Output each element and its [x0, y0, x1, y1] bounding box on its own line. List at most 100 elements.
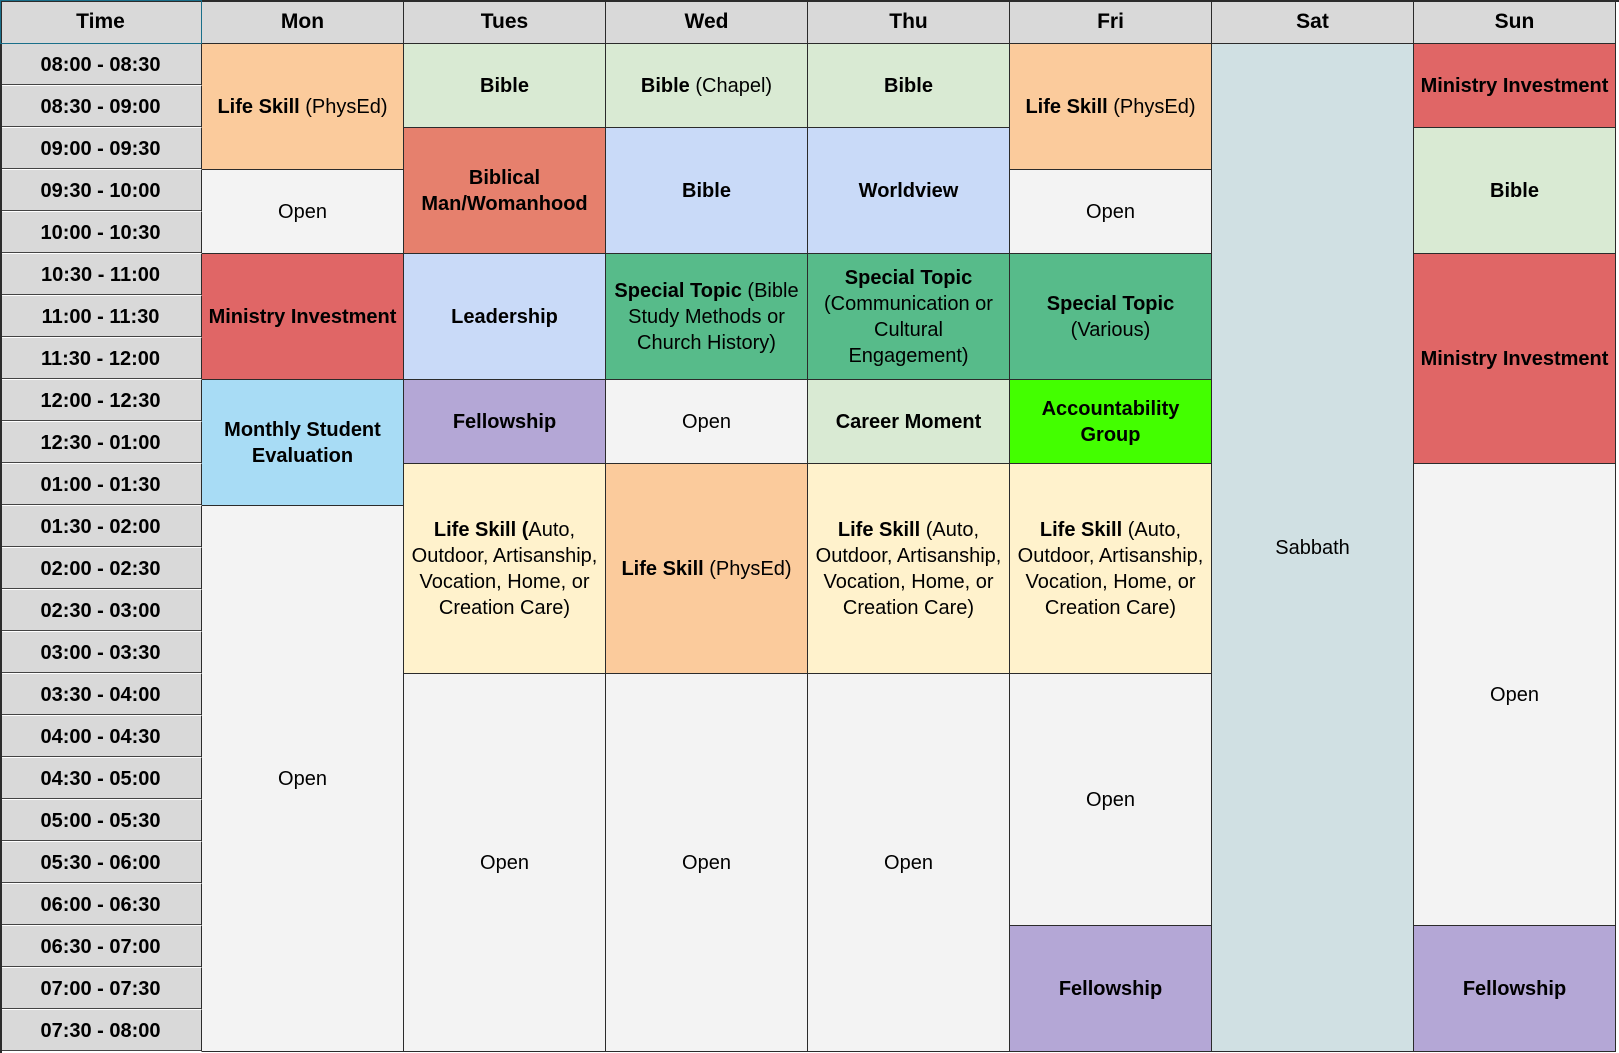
time-slot-label[interactable]: 11:30 - 12:00: [0, 338, 202, 380]
event-cell[interactable]: Open: [404, 674, 606, 1052]
event-cell[interactable]: Special Topic (Communication or Cultural…: [808, 254, 1010, 380]
event-detail: Open: [682, 851, 731, 874]
header-day-wed[interactable]: Wed: [606, 0, 808, 44]
event-title: Special Topic: [844, 266, 973, 289]
time-slot-label[interactable]: 01:00 - 01:30: [0, 464, 202, 506]
time-slot-label[interactable]: 09:30 - 10:00: [0, 170, 202, 212]
time-slot-label[interactable]: 04:30 - 05:00: [0, 758, 202, 800]
event-cell[interactable]: Open: [606, 380, 808, 464]
event-label: Ministry Investment: [1421, 73, 1609, 99]
event-cell[interactable]: Fellowship: [1414, 926, 1616, 1052]
event-label: Open: [278, 199, 327, 225]
event-detail: (Chapel): [689, 74, 773, 97]
event-cell[interactable]: Life Skill (PhysEd): [606, 464, 808, 674]
event-cell[interactable]: Life Skill (Auto, Outdoor, Artisanship, …: [404, 464, 606, 674]
event-label: Fellowship: [453, 409, 556, 435]
grid-top-border: [0, 0, 1619, 2]
time-slot-label[interactable]: 08:30 - 09:00: [0, 86, 202, 128]
time-slot-label[interactable]: 07:00 - 07:30: [0, 968, 202, 1010]
time-slot-label[interactable]: 12:00 - 12:30: [0, 380, 202, 422]
event-cell[interactable]: Worldview: [808, 128, 1010, 254]
event-title: Bible: [884, 74, 933, 97]
event-detail: (Auto, Outdoor, Artisanship, Vocation, H…: [815, 518, 1002, 619]
header-day-thu[interactable]: Thu: [808, 0, 1010, 44]
event-cell[interactable]: Bible: [808, 44, 1010, 128]
event-cell[interactable]: Ministry Investment: [202, 254, 404, 380]
time-slot-label[interactable]: 02:30 - 03:00: [0, 590, 202, 632]
time-slot-label[interactable]: 12:30 - 01:00: [0, 422, 202, 464]
time-slot-label[interactable]: 09:00 - 09:30: [0, 128, 202, 170]
event-label: Life Skill (PhysEd): [621, 556, 791, 582]
time-slot-label[interactable]: 08:00 - 08:30: [0, 44, 202, 86]
event-cell[interactable]: Special Topic (Bible Study Methods or Ch…: [606, 254, 808, 380]
event-cell[interactable]: Open: [202, 170, 404, 254]
event-title: Ministry Investment: [1420, 74, 1609, 97]
time-slot-label[interactable]: 06:00 - 06:30: [0, 884, 202, 926]
time-slot-label[interactable]: 03:00 - 03:30: [0, 632, 202, 674]
event-title: Life Skill (: [433, 518, 529, 541]
header-time[interactable]: Time: [0, 0, 202, 44]
event-cell[interactable]: Accountability Group: [1010, 380, 1212, 464]
event-detail: Open: [278, 200, 327, 223]
event-cell[interactable]: Open: [606, 674, 808, 1052]
event-cell[interactable]: Open: [808, 674, 1010, 1052]
event-cell[interactable]: Biblical Man/Womanhood: [404, 128, 606, 254]
event-cell[interactable]: Special Topic (Various): [1010, 254, 1212, 380]
event-label: Leadership: [451, 304, 558, 330]
event-title: Bible: [1490, 179, 1539, 202]
time-slot-label[interactable]: 10:00 - 10:30: [0, 212, 202, 254]
event-cell[interactable]: Sabbath: [1212, 44, 1414, 1052]
header-day-tues[interactable]: Tues: [404, 0, 606, 44]
event-detail: (PhysEd): [1107, 95, 1196, 118]
time-slot-label[interactable]: 03:30 - 04:00: [0, 674, 202, 716]
event-cell[interactable]: Bible: [1414, 128, 1616, 254]
event-cell[interactable]: Ministry Investment: [1414, 254, 1616, 464]
event-cell[interactable]: Open: [202, 506, 404, 1052]
event-cell[interactable]: Leadership: [404, 254, 606, 380]
event-cell[interactable]: Career Moment: [808, 380, 1010, 464]
event-label: Open: [682, 850, 731, 876]
event-detail: Auto, Outdoor, Artisanship, Vocation, Ho…: [411, 518, 598, 619]
event-cell[interactable]: Bible: [606, 128, 808, 254]
time-slot-label[interactable]: 06:30 - 07:00: [0, 926, 202, 968]
event-detail: Open: [278, 767, 327, 790]
event-cell[interactable]: Fellowship: [404, 380, 606, 464]
time-slot-label[interactable]: 07:30 - 08:00: [0, 1010, 202, 1052]
event-cell[interactable]: Life Skill (Auto, Outdoor, Artisanship, …: [1010, 464, 1212, 674]
header-day-mon[interactable]: Mon: [202, 0, 404, 44]
event-cell[interactable]: Open: [1010, 674, 1212, 926]
event-title: Fellowship: [1462, 977, 1567, 1000]
event-cell[interactable]: Ministry Investment: [1414, 44, 1616, 128]
event-detail: Open: [1086, 200, 1135, 223]
time-slot-label[interactable]: 01:30 - 02:00: [0, 506, 202, 548]
event-cell[interactable]: Life Skill (PhysEd): [202, 44, 404, 170]
event-cell[interactable]: Life Skill (PhysEd): [1010, 44, 1212, 170]
event-cell[interactable]: Bible (Chapel): [606, 44, 808, 128]
event-cell[interactable]: Bible: [404, 44, 606, 128]
event-cell[interactable]: Fellowship: [1010, 926, 1212, 1052]
event-label: Life Skill (PhysEd): [217, 94, 387, 120]
event-label: Life Skill (PhysEd): [1025, 94, 1195, 120]
event-title: Bible: [682, 179, 731, 202]
header-day-sat[interactable]: Sat: [1212, 0, 1414, 44]
header-day-sun[interactable]: Sun: [1414, 0, 1616, 44]
event-label: Ministry Investment: [209, 304, 397, 330]
time-slot-label[interactable]: 11:00 - 11:30: [0, 296, 202, 338]
event-cell[interactable]: Open: [1010, 170, 1212, 254]
event-label: Open: [1490, 682, 1539, 708]
event-cell[interactable]: Life Skill (Auto, Outdoor, Artisanship, …: [808, 464, 1010, 674]
time-slot-label[interactable]: 05:00 - 05:30: [0, 800, 202, 842]
event-cell[interactable]: Open: [1414, 464, 1616, 926]
time-slot-label[interactable]: 04:00 - 04:30: [0, 716, 202, 758]
event-title: Ministry Investment: [1420, 347, 1609, 370]
time-slot-label[interactable]: 10:30 - 11:00: [0, 254, 202, 296]
time-slot-label[interactable]: 05:30 - 06:00: [0, 842, 202, 884]
time-slot-label[interactable]: 02:00 - 02:30: [0, 548, 202, 590]
event-cell[interactable]: Monthly Student Evaluation: [202, 380, 404, 506]
event-label: Fellowship: [1463, 976, 1566, 1002]
header-day-fri[interactable]: Fri: [1010, 0, 1212, 44]
event-title: Ministry Investment: [208, 305, 397, 328]
event-detail: (Bible Study Methods or Church History): [628, 279, 799, 354]
event-title: Worldview: [858, 179, 959, 202]
event-label: Bible: [682, 178, 731, 204]
